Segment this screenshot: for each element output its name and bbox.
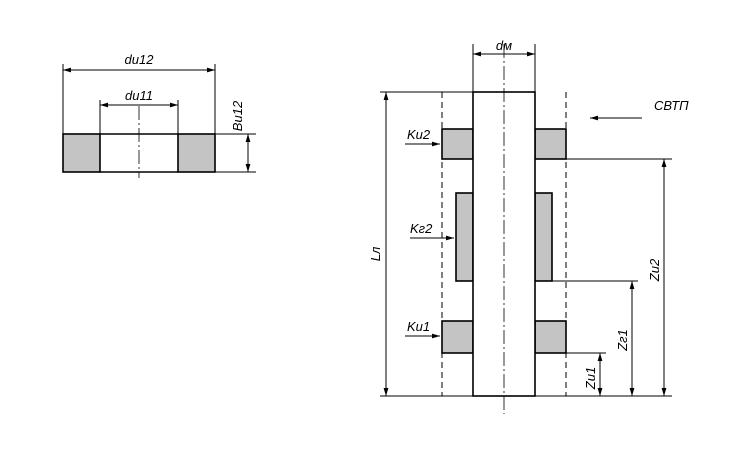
part-middle-right (534, 192, 553, 282)
ring-left-section (62, 133, 101, 173)
label-z-upper: Zи2 (647, 258, 662, 282)
label-shaft-diameter: dм (496, 38, 512, 53)
part-lower-left (441, 320, 474, 354)
label-lower-part: Kи1 (407, 319, 430, 334)
label-middle-part: Kг2 (410, 221, 433, 236)
left-ring-view: dи12 dи11 Bи12 (62, 52, 256, 178)
label-tool: СВТП (654, 98, 689, 113)
part-middle-left (455, 192, 474, 282)
label-z-middle: Zг1 (615, 329, 630, 352)
part-upper-right (534, 128, 567, 160)
label-z-lower: Zи1 (583, 367, 598, 390)
label-inner-diameter: dи11 (125, 88, 153, 103)
label-outer-diameter: dи12 (125, 52, 155, 67)
part-upper-left (441, 128, 474, 160)
label-length: Lл (368, 246, 383, 261)
ring-right-section (177, 133, 216, 173)
right-shaft-view: dм Lл СВТП Kи2 Kг2 Kи1 Zи2 Zг1 Zи1 (368, 38, 689, 414)
part-lower-right (534, 320, 567, 354)
label-upper-part: Kи2 (407, 127, 431, 142)
label-width: Bи12 (230, 100, 245, 131)
